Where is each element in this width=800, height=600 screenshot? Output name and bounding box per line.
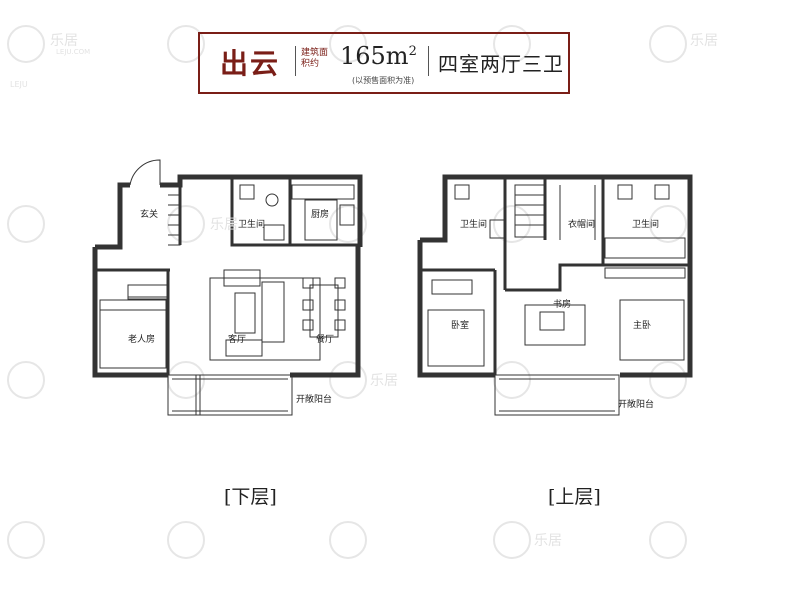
room-label-closet: 衣帽间 xyxy=(568,220,596,230)
watermark-brand: 乐居 xyxy=(534,533,562,549)
watermark-brand: 乐居 xyxy=(210,217,238,233)
layout-type: 四室两厅三卫 xyxy=(438,52,564,76)
room-label-dining: 餐厅 xyxy=(316,335,335,345)
plan-name: 出云 xyxy=(220,47,281,80)
room-label-elder-room: 老人房 xyxy=(128,335,156,345)
room-label-kitchen: 厨房 xyxy=(311,210,330,220)
watermark-brand-en: LEJU xyxy=(10,80,28,89)
area-value: 165m2 xyxy=(340,42,417,70)
area-superscript: 2 xyxy=(408,44,417,59)
upper-floor-walls xyxy=(417,174,693,416)
title-divider-2 xyxy=(428,46,429,76)
area-label: 建筑面积约 xyxy=(301,48,329,69)
watermark-brand-sub: LEJU.COM xyxy=(56,48,91,56)
title-right-rule xyxy=(568,32,570,94)
floor-label-upper: [上层] xyxy=(548,486,601,508)
floor-label-lower: [下层] xyxy=(224,486,277,508)
lower-floor-walls xyxy=(92,159,363,416)
room-label-study: 书房 xyxy=(553,300,572,310)
title-divider-1 xyxy=(295,46,296,76)
watermark-brand: 乐居 xyxy=(370,373,398,389)
room-label-balcony-upper: 开敞阳台 xyxy=(618,400,655,410)
room-label-bath-upper-1: 卫生间 xyxy=(460,220,488,230)
watermark-brand: 乐居 xyxy=(50,33,78,49)
room-label-bedroom: 卧室 xyxy=(451,321,470,331)
room-label-entry: 玄关 xyxy=(140,210,159,220)
room-label-bath-lower: 卫生间 xyxy=(238,220,266,230)
title-left-rule xyxy=(198,32,200,94)
area-note: (以预售面积为准) xyxy=(352,76,415,85)
room-label-balcony-lower: 开敞阳台 xyxy=(296,395,333,405)
room-label-bath-upper-2: 卫生间 xyxy=(632,220,660,230)
room-label-living: 客厅 xyxy=(228,335,247,345)
watermark-brand: 乐居 xyxy=(690,33,718,49)
room-label-master: 主卧 xyxy=(633,321,652,331)
title-top-rule xyxy=(198,32,570,34)
title-bottom-rule xyxy=(198,92,570,94)
